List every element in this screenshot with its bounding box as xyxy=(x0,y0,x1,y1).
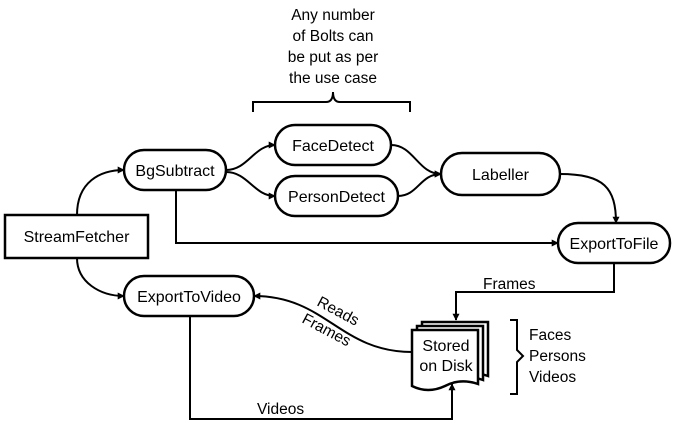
edge-storage-to-exporttovideo xyxy=(253,292,413,353)
edge-bgsubtract-to-persondetect xyxy=(225,171,276,200)
node-bgsubtract[interactable]: BgSubtract xyxy=(122,148,228,192)
bolts-note-line-4: the use case xyxy=(289,70,377,87)
node-stored-on-disk[interactable]: Stored on Disk xyxy=(410,320,490,392)
node-exporttofile[interactable]: ExportToFile xyxy=(556,221,672,265)
edges xyxy=(76,141,620,420)
node-streamfetcher[interactable]: StreamFetcher xyxy=(3,213,150,260)
stored-item-persons: Persons xyxy=(529,348,586,365)
edge-exporttofile-to-storage xyxy=(452,263,615,321)
node-persondetect-label: PersonDetect xyxy=(288,189,385,206)
node-labeller-label: Labeller xyxy=(472,167,530,184)
stored-item-faces: Faces xyxy=(529,327,571,344)
storage-label-line-1: Stored xyxy=(422,338,469,355)
edge-label-frames: Frames xyxy=(483,276,536,293)
edge-label-videos: Videos xyxy=(257,401,304,418)
storage-label-line-2: on Disk xyxy=(419,358,473,375)
edge-facedetect-to-labeller xyxy=(390,144,442,178)
stored-items-list: Faces Persons Videos xyxy=(529,327,586,386)
edge-persondetect-to-labeller xyxy=(397,170,442,197)
edge-streamfetcher-to-exporttovideo xyxy=(76,257,125,300)
node-persondetect[interactable]: PersonDetect xyxy=(273,174,400,218)
node-streamfetcher-label: StreamFetcher xyxy=(24,229,130,246)
node-facedetect-label: FaceDetect xyxy=(292,138,374,155)
bolts-note-line-3: be put as per xyxy=(288,49,378,66)
edge-streamfetcher-to-bgsubtract xyxy=(76,166,125,216)
storage-brace xyxy=(510,319,525,395)
edge-exporttovideo-to-storage xyxy=(189,316,456,420)
bolts-note-line-1: Any number xyxy=(291,7,375,24)
edge-labeller-to-exporttofile xyxy=(559,173,620,224)
bolts-note: Any number of Bolts can be put as per th… xyxy=(288,7,378,87)
node-bgsubtract-label: BgSubtract xyxy=(135,163,215,180)
edge-bgsubtract-to-exporttofile xyxy=(175,190,559,247)
node-labeller[interactable]: Labeller xyxy=(439,151,562,197)
bolts-note-line-2: of Bolts can xyxy=(293,28,374,45)
edge-bgsubtract-to-facedetect xyxy=(225,141,276,171)
node-exporttofile-label: ExportToFile xyxy=(570,236,659,253)
stored-item-videos: Videos xyxy=(529,369,576,386)
node-facedetect[interactable]: FaceDetect xyxy=(273,123,393,167)
node-exporttovideo-label: ExportToVideo xyxy=(137,289,241,306)
node-exporttovideo[interactable]: ExportToVideo xyxy=(122,274,256,318)
bolts-brace xyxy=(252,91,411,112)
